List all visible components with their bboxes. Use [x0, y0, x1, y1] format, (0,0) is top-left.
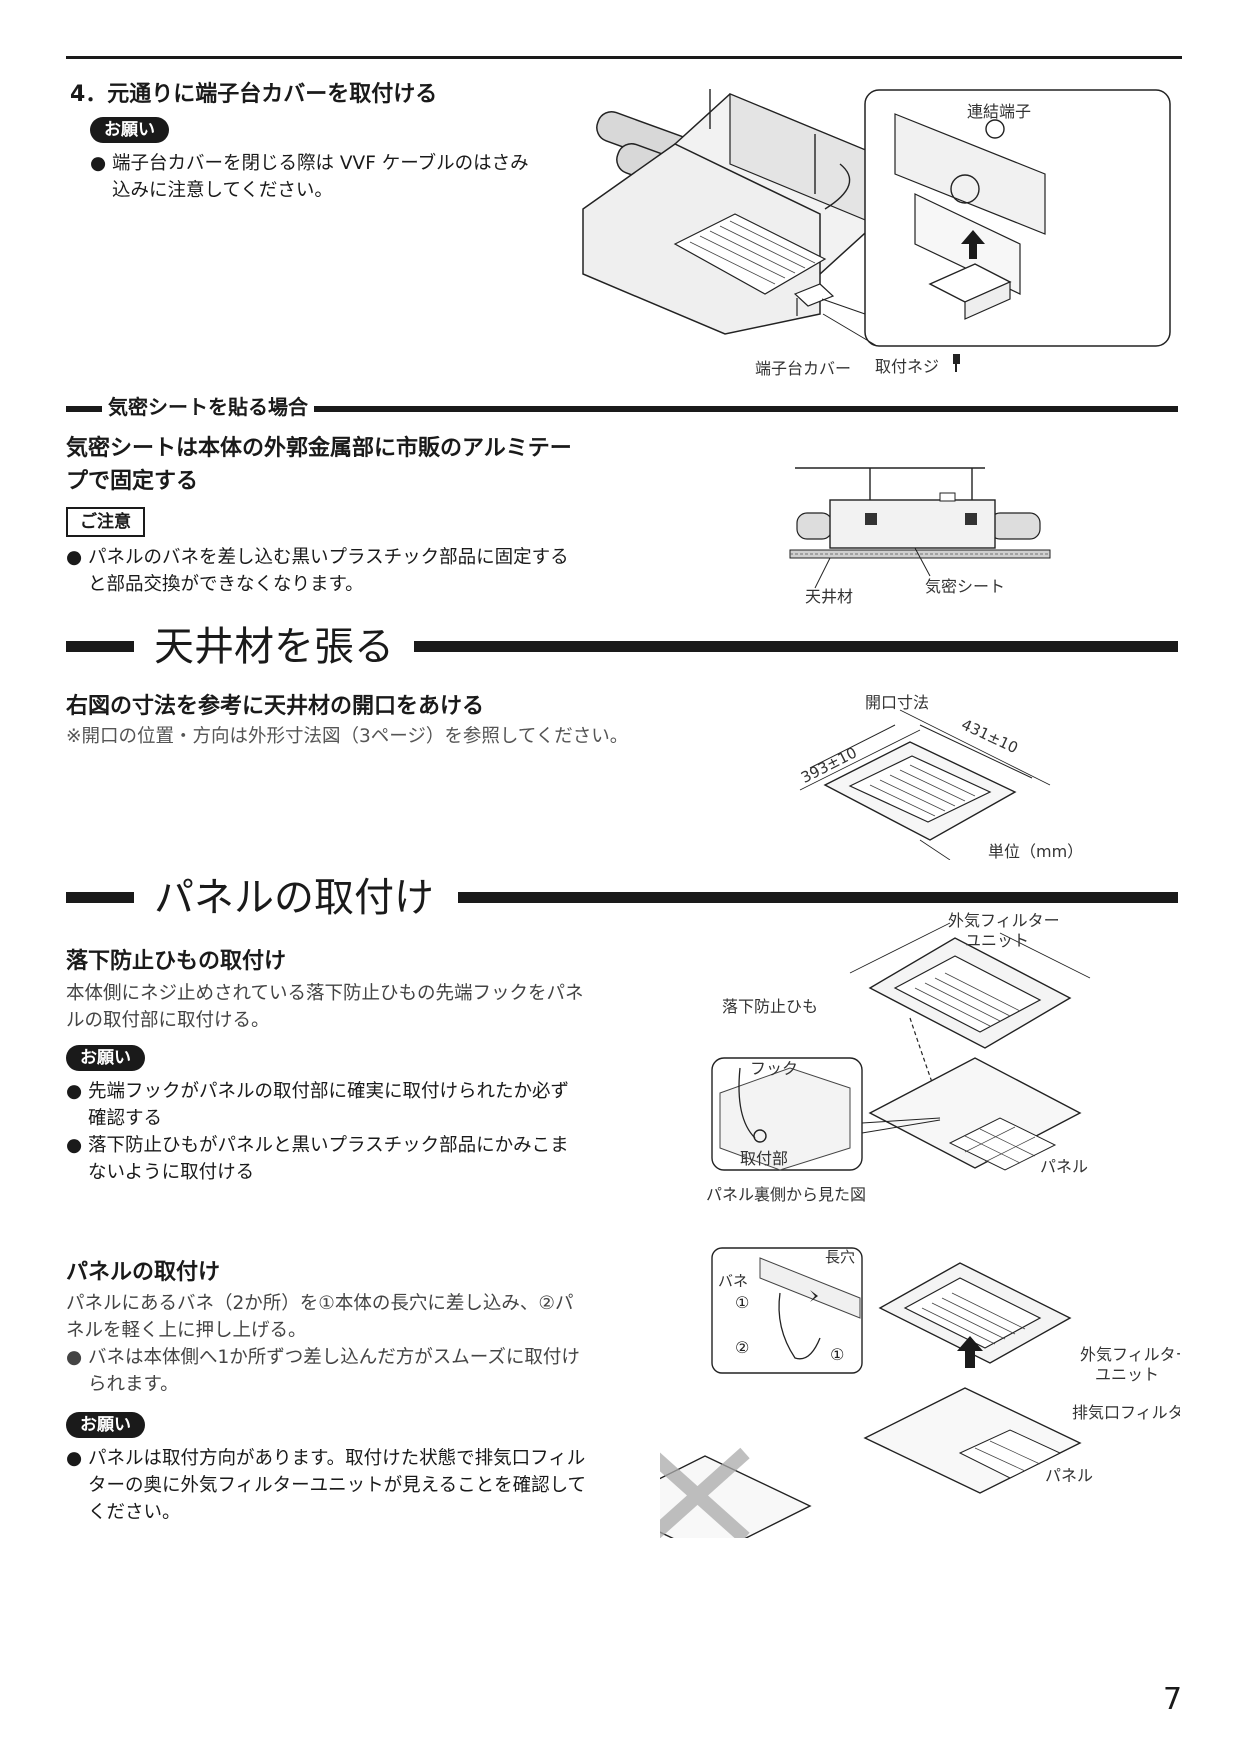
fall-bullet-1: ●先端フックがパネルの取付部に確実に取付けられたか必ず 確認する	[66, 1078, 728, 1132]
bullet-text-1: 端子台カバーを閉じる際は VVF ケーブルのはさみ	[112, 153, 529, 174]
install-body-2: ネルを軽く上に押し上げる。	[66, 1320, 307, 1341]
wrong-cross-icon	[660, 1447, 750, 1538]
ceiling-note: ※開口の位置・方向は外形寸法図（3ページ）を参照してください。	[66, 726, 629, 747]
panel-section-header: パネルの取付け	[66, 873, 1178, 923]
label-mount: 取付部	[740, 1149, 788, 1168]
fall-b2-1: 落下防止ひもがパネルと黒いプラスチック部品にかみこま	[88, 1135, 569, 1156]
screw-icon	[953, 354, 960, 372]
label-outdoor-filter-1: 外気フィルター	[1080, 1345, 1180, 1364]
label-step1-b: ①	[830, 1345, 844, 1364]
label-outdoor-filter-2: ユニット	[1095, 1365, 1159, 1384]
airtight-figure: 天井材 気密シート	[789, 467, 1051, 606]
label-renketsu: 連結端子	[967, 102, 1031, 121]
fall-body: 本体側にネジ止めされている落下防止ひもの先端フックをパネ ルの取付部に取付ける。	[66, 980, 706, 1034]
request-label: お願い	[66, 1045, 145, 1071]
label-spring: バネ	[718, 1272, 748, 1290]
panel-rule-left	[66, 892, 134, 903]
label-step1-a: ①	[735, 1293, 749, 1312]
step4-bullet: ●端子台カバーを閉じる際は VVF ケーブルのはさみ 込みに注意してください。	[90, 150, 632, 204]
install-body-1: パネルにあるバネ（2か所）を①本体の長穴に差し込み、②パ	[66, 1293, 574, 1314]
install-request-badge: お願い	[66, 1412, 145, 1438]
install-b2-3: ください。	[88, 1502, 181, 1523]
airtight-rule	[66, 406, 1178, 412]
ceiling-title: 天井材を張る	[154, 624, 394, 670]
bullet-dot-icon: ●	[66, 547, 83, 568]
airtight-lead-2: プで固定する	[66, 469, 199, 494]
airtight-bullet-2: と部品交換ができなくなります。	[88, 574, 364, 595]
label-back-view: パネル裏側から見た図	[706, 1185, 866, 1204]
label-opening: 開口寸法	[865, 693, 929, 712]
bullet-dot-icon: ●	[66, 1448, 83, 1469]
dim-b: 431±10	[959, 715, 1021, 757]
install-b1-2: られます。	[88, 1374, 179, 1395]
top-rule	[66, 56, 1182, 59]
airtight-lead-1: 気密シートは本体の外郭金属部に市販のアルミテー	[66, 436, 572, 461]
fall-b1-2: 確認する	[88, 1108, 163, 1129]
ceiling-section-header: 天井材を張る	[66, 622, 1178, 672]
fall-b2-2: ないように取付ける	[88, 1162, 255, 1183]
label-panel: パネル	[1045, 1466, 1093, 1485]
ceiling-rule-right	[414, 641, 1178, 652]
label-slot: 長穴	[825, 1248, 855, 1266]
label-airtight-sheet: 気密シート	[925, 577, 1005, 596]
request-label: お願い	[90, 117, 169, 143]
install-bullet-2: ●パネルは取付方向があります。取付けた状態で排気口フィル ターの奥に外気フィルタ…	[66, 1445, 688, 1526]
install-b2-2: ターの奥に外気フィルターユニットが見えることを確認して	[88, 1475, 587, 1496]
fall-b1-1: 先端フックがパネルの取付部に確実に取付けられたか必ず	[88, 1081, 570, 1102]
step4-title: 4．元通りに端子台カバーを取付ける	[70, 82, 438, 107]
panel-rule-right	[458, 892, 1178, 903]
label-outdoor-filter-1: 外気フィルター	[948, 911, 1060, 930]
label-ceiling: 天井材	[805, 587, 853, 606]
airtight-bullet-1: パネルのバネを差し込む黒いプラスチック部品に固定する	[88, 547, 569, 568]
fall-heading: 落下防止ひもの取付け	[66, 949, 287, 974]
ceiling-lead: 右図の寸法を参考に天井材の開口をあける	[66, 694, 485, 719]
fall-body-2: ルの取付部に取付ける。	[66, 1010, 270, 1031]
airtight-caution-badge: ご注意	[66, 507, 145, 537]
install-b1-1: バネは本体側へ1か所ずつ差し込んだ方がスムーズに取付け	[88, 1347, 580, 1368]
bullet-text-2: 込みに注意してください。	[112, 180, 333, 201]
request-label: お願い	[66, 1412, 145, 1438]
fall-figure: 外気フィルター ユニット 落下防止ひも フック 取付部 パネル パネル裏側から見…	[706, 911, 1091, 1204]
label-terminal-cover: 端子台カバー	[755, 359, 851, 378]
bullet-dot-icon: ●	[66, 1135, 83, 1156]
install-b2-1: パネルは取付方向があります。取付けた状態で排気口フィル	[88, 1448, 586, 1469]
install-body: パネルにあるバネ（2か所）を①本体の長穴に差し込み、②パ ネルを軽く上に押し上げ…	[66, 1290, 706, 1344]
bullet-dot-icon: ●	[66, 1347, 83, 1368]
page-number: 7	[1163, 1682, 1183, 1717]
ceiling-figure: 開口寸法 393±10 431±10	[798, 693, 1051, 860]
bullet-dot-icon: ●	[66, 1081, 83, 1102]
airtight-subheading: 気密シートを貼る場合	[66, 395, 1178, 419]
label-fall-cord: 落下防止ひも	[722, 997, 818, 1016]
push-up-arrow-icon	[957, 1336, 983, 1368]
fall-bullet-2: ●落下防止ひもがパネルと黒いプラスチック部品にかみこま ないように取付ける	[66, 1132, 728, 1186]
step4-figure: 連結端子 端子台カバー 取付ネジ	[582, 89, 1171, 378]
airtight-lead: 気密シートは本体の外郭金属部に市販のアルミテー プで固定する	[66, 432, 686, 498]
bullet-dot-icon: ●	[90, 153, 107, 174]
fall-request-badge: お願い	[66, 1045, 145, 1071]
step4-request-badge: お願い	[90, 117, 169, 143]
label-screw: 取付ネジ	[875, 357, 939, 376]
panel-title: パネルの取付け	[154, 875, 434, 921]
ceiling-unit: 単位（mm）	[988, 842, 1084, 861]
install-bullet-1: ●バネは本体側へ1か所ずつ差し込んだ方がスムーズに取付け られます。	[66, 1344, 728, 1398]
airtight-bullet: ●パネルのバネを差し込む黒いプラスチック部品に固定する と部品交換ができなくなり…	[66, 544, 728, 598]
ceiling-rule-left	[66, 641, 134, 652]
label-step2: ②	[735, 1338, 749, 1357]
label-hook: フック	[750, 1059, 798, 1078]
label-outdoor-filter-2: ユニット	[965, 931, 1029, 950]
airtight-heading: 気密シートを貼る場合	[102, 395, 314, 419]
fall-body-1: 本体側にネジ止めされている落下防止ひもの先端フックをパネ	[66, 983, 584, 1004]
label-panel: パネル	[1040, 1157, 1088, 1176]
install-heading: パネルの取付け	[66, 1260, 221, 1285]
caution-label: ご注意	[66, 507, 145, 537]
